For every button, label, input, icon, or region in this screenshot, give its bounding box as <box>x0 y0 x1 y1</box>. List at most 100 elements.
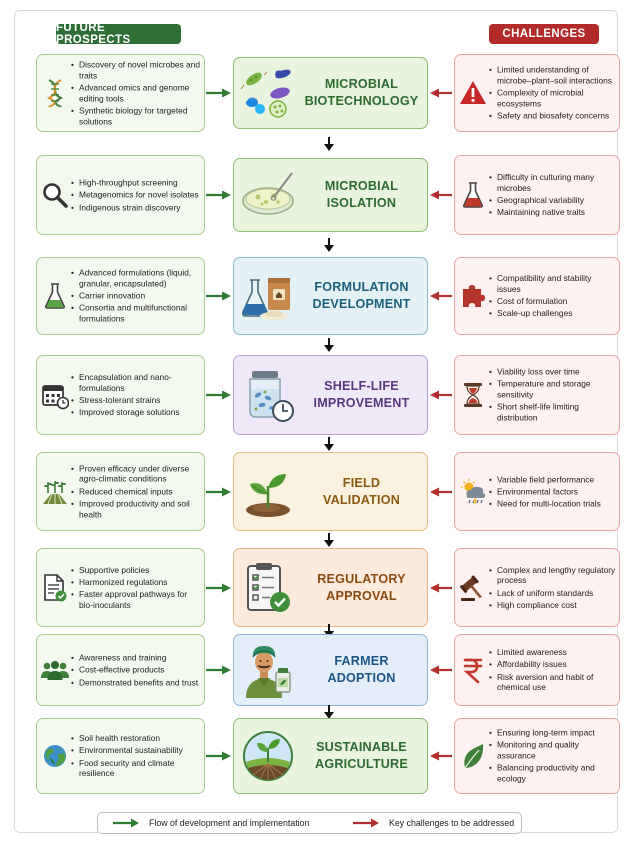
prospect-item: Improved productivity and soil health <box>71 498 201 519</box>
prospect-item: Carrier innovation <box>71 291 201 302</box>
microbes-icon <box>240 65 298 121</box>
flow-arrow <box>206 88 231 98</box>
stage-title: MICROBIAL BIOTECHNOLOGY <box>300 76 423 110</box>
prospect-box: Advanced formulations (liquid, granular,… <box>36 257 205 335</box>
prospect-list: Soil health restorationEnvironmental sus… <box>71 733 201 779</box>
dna-icon <box>41 78 69 108</box>
stage-title-line: BIOTECHNOLOGY <box>304 94 419 108</box>
down-arrow <box>323 137 335 151</box>
stage-title-line: SHELF-LIFE <box>324 379 399 393</box>
stage-box: REGULATORY APPROVAL <box>233 548 428 627</box>
challenge-box: Compatibility and stability issuesCost o… <box>454 257 620 335</box>
prospect-list: High-throughput screeningMetagenomics fo… <box>71 177 201 212</box>
challenge-item: Difficulty in culturing many microbes <box>489 172 616 193</box>
challenge-item: Compatibility and stability issues <box>489 273 616 294</box>
stage-title-line: MICROBIAL <box>324 179 399 193</box>
prospect-item: Reduced chemical inputs <box>71 486 201 497</box>
stage-title-line: APPROVAL <box>326 588 397 603</box>
prospect-item: Awareness and training <box>71 652 201 663</box>
stage-title-line: AGRICULTURE <box>315 757 408 771</box>
prospect-list: Supportive policiesHarmonized regulation… <box>71 565 201 611</box>
prospect-item: Encapsulation and nano-formulations <box>71 372 201 393</box>
document-check-icon <box>41 573 69 603</box>
stage-title-line: REGULATORY <box>317 571 406 586</box>
legend-flow-item: Flow of development and implementation <box>112 813 309 833</box>
hourglass-icon <box>459 380 487 410</box>
prospect-item: Advanced omics and genome editing tools <box>71 82 201 103</box>
challenge-item: Limited awareness <box>489 647 616 658</box>
warning-icon <box>459 78 487 108</box>
puzzle-icon <box>459 281 487 311</box>
prospect-item: Synthetic biology for targeted solutions <box>71 105 201 126</box>
challenge-arrow <box>430 390 452 400</box>
prospect-box: Proven efficacy under diverse agro-clima… <box>36 452 205 531</box>
formulation-icon <box>240 268 298 324</box>
challenge-item: Temperature and storage sensitivity <box>489 379 616 400</box>
prospect-item: Improved storage solutions <box>71 407 201 418</box>
challenge-box: Ensuring long-term impactMonitoring and … <box>454 718 620 794</box>
challenge-item: Limited understanding of microbe–plant–s… <box>489 65 616 86</box>
down-arrow <box>323 338 335 352</box>
challenge-item: Short shelf-life limiting distribution <box>489 402 616 423</box>
prospect-item: Stress-tolerant strains <box>71 395 201 406</box>
challenge-arrow <box>430 751 452 761</box>
prospect-list: Awareness and trainingCost-effective pro… <box>71 652 201 687</box>
prospect-item: Demonstrated benefits and trust <box>71 677 201 688</box>
prospect-item: Food security and climate resilience <box>71 758 201 779</box>
flow-arrow <box>206 583 231 593</box>
challenge-item: High compliance cost <box>489 600 616 611</box>
flow-arrow <box>206 390 231 400</box>
flow-arrow <box>206 487 231 497</box>
globe-farm-icon <box>240 728 298 784</box>
challenge-item: Affordability issues <box>489 659 616 670</box>
challenge-item: Maintaining native traits <box>489 207 616 218</box>
jar-clock-icon <box>240 367 298 423</box>
down-arrow <box>323 533 335 547</box>
prospect-box: Discovery of novel microbes and traitsAd… <box>36 54 205 132</box>
prospect-box: Awareness and trainingCost-effective pro… <box>36 634 205 706</box>
challenge-item: Need for multi-location trials <box>489 498 616 509</box>
prospect-item: Advanced formulations (liquid, granular,… <box>71 268 201 289</box>
challenge-item: Balancing productivity and ecology <box>489 763 616 784</box>
challenge-item: Risk aversion and habit of chemical use <box>489 672 616 693</box>
prospect-list: Encapsulation and nano-formulationsStres… <box>71 372 201 418</box>
challenge-box: Viability loss over timeTemperature and … <box>454 355 620 435</box>
stage-title-line: MICROBIAL <box>324 77 399 91</box>
prospect-item: Proven efficacy under diverse agro-clima… <box>71 463 201 484</box>
prospect-item: Supportive policies <box>71 565 201 576</box>
petri-dish-icon <box>240 167 298 223</box>
challenge-item: Environmental factors <box>489 486 616 497</box>
flow-arrow <box>206 751 231 761</box>
stage-title: REGULATORY APPROVAL <box>300 571 423 605</box>
challenge-arrow <box>430 190 452 200</box>
future-prospects-header: FUTURE PROSPECTS <box>56 22 181 46</box>
prospect-item: Metagenomics for novel isolates <box>71 190 201 201</box>
legend-challenges-item: Key challenges to be addressed <box>352 813 514 833</box>
stage-title-line: FIELD <box>342 475 381 490</box>
prospect-list: Discovery of novel microbes and traitsAd… <box>71 59 201 126</box>
earth-icon <box>41 741 69 771</box>
challenge-arrow <box>430 291 452 301</box>
stage-box: MICROBIAL BIOTECHNOLOGY <box>233 57 428 129</box>
down-arrow <box>323 437 335 451</box>
prospect-item: Environmental sustainability <box>71 745 201 756</box>
flow-arrow <box>206 665 231 675</box>
down-arrow <box>323 705 335 719</box>
green-arrow-icon <box>113 818 139 828</box>
gavel-icon <box>459 573 487 603</box>
prospect-list: Proven efficacy under diverse agro-clima… <box>71 463 201 520</box>
challenge-item: Complexity of microbial ecosystems <box>489 88 616 109</box>
challenge-item: Monitoring and quality assurance <box>489 740 616 761</box>
prospect-item: Cost-effective products <box>71 665 201 676</box>
challenge-box: Limited awarenessAffordability issuesRis… <box>454 634 620 706</box>
challenge-item: Viability loss over time <box>489 367 616 378</box>
legend: Flow of development and implementation K… <box>97 812 522 834</box>
challenge-arrow <box>430 583 452 593</box>
